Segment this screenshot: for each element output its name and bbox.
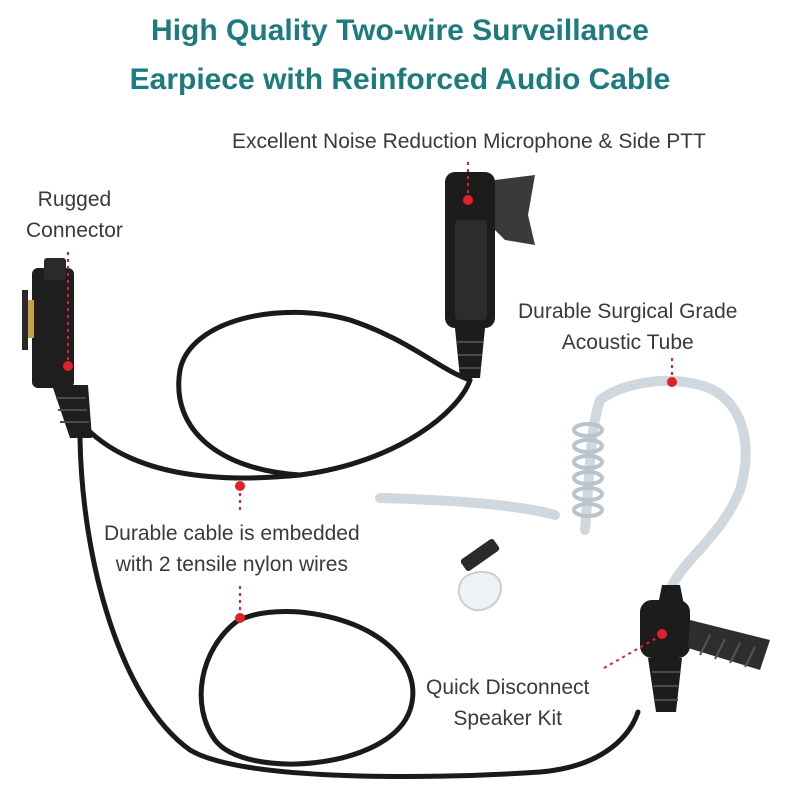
marker-acoustic-tube (667, 377, 677, 387)
rugged-connector (22, 258, 92, 438)
microphone-ptt (445, 172, 535, 378)
callout-acoustic-tube-line-2: Acoustic Tube (561, 331, 694, 354)
callout-connector: Rugged Connector (26, 184, 123, 246)
callout-cable-line-2: with 2 tensile nylon wires (115, 553, 348, 576)
callout-cable-line-1: Durable cable is embedded (104, 522, 360, 545)
acoustic-tube (375, 375, 751, 600)
ear-tip (457, 538, 502, 612)
audio-cable (77, 309, 641, 779)
title-line-2: Earpiece with Reinforced Audio Cable (129, 63, 671, 96)
callout-speaker-kit: Quick Disconnect Speaker Kit (426, 672, 589, 734)
callout-cable: Durable cable is embedded with 2 tensile… (104, 518, 360, 580)
speaker-kit (640, 585, 770, 712)
callout-speaker-kit-line-1: Quick Disconnect (426, 676, 590, 699)
tube-coil (572, 422, 604, 518)
callout-markers (63, 195, 677, 639)
callout-microphone-text: Excellent Noise Reduction Microphone & S… (232, 130, 706, 153)
marker-speaker-kit (657, 629, 667, 639)
callout-connector-line-2: Connector (26, 219, 123, 242)
callout-connector-line-1: Rugged (37, 188, 112, 211)
marker-connector (63, 361, 73, 371)
callout-acoustic-tube: Durable Surgical Grade Acoustic Tube (518, 296, 737, 358)
title-line-1: High Quality Two-wire Surveillance (151, 14, 649, 47)
product-title: High Quality Two-wire Surveillance Earpi… (0, 6, 800, 104)
marker-microphone (463, 195, 473, 205)
marker-cable-upper (235, 481, 245, 491)
callout-speaker-kit-line-2: Speaker Kit (453, 707, 562, 730)
marker-cable-lower (235, 613, 245, 623)
callout-acoustic-tube-line-1: Durable Surgical Grade (518, 300, 738, 323)
callout-leaders (67, 162, 673, 669)
callout-microphone: Excellent Noise Reduction Microphone & S… (232, 126, 706, 157)
